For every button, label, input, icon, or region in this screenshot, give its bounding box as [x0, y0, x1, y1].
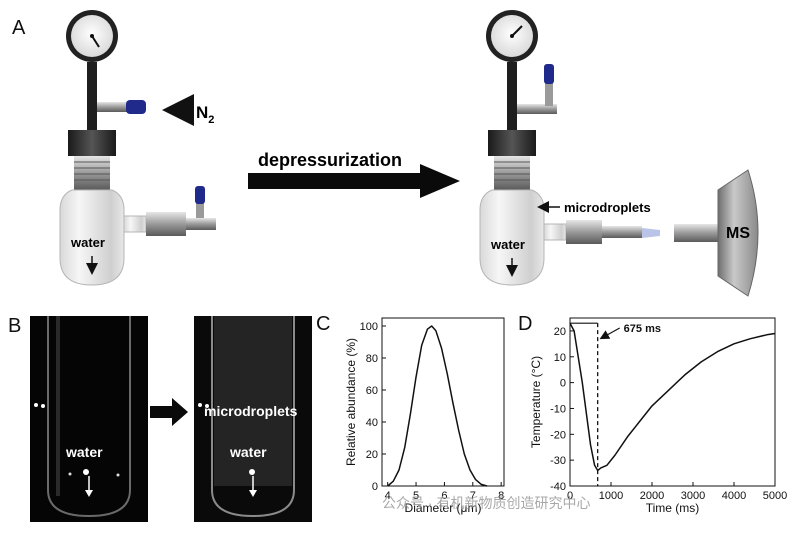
y-tick-label: 20 — [554, 326, 566, 338]
x-tick-label: 4000 — [722, 490, 746, 502]
watermark-text: 公众号 · 有机新物质创造研究中心 — [382, 495, 590, 511]
panel-letter-a: A — [12, 17, 26, 39]
panel-a: A N2 — [12, 10, 759, 297]
x-tick-label: 4 — [385, 490, 391, 502]
x-tick-label: 8 — [498, 490, 504, 502]
y-tick-label: -40 — [550, 481, 566, 493]
panel-letter-c: C — [316, 313, 330, 335]
y-tick-label: 0 — [372, 481, 378, 493]
y-tick-label: 60 — [366, 385, 378, 397]
x-tick-label: 5000 — [763, 490, 787, 502]
y-tick-label: 10 — [554, 352, 566, 364]
apparatus-left: N2 water — [59, 10, 216, 286]
panel-letter-d: D — [518, 313, 532, 335]
chart-d: 0 1000 2000 3000 4000 5000 -40 -30 -20 -10 0 10 20Ti… — [529, 317, 787, 515]
depressurization-label: depressurization — [258, 150, 402, 170]
water-label-b-right: water — [229, 444, 267, 460]
n2-valve-icon — [97, 102, 127, 112]
right-arrow-icon-b — [150, 398, 188, 426]
panel-letter-b: B — [8, 315, 21, 337]
y-axis-label: Relative abundance (%) — [344, 338, 358, 466]
y-tick-label: 80 — [366, 353, 378, 365]
y-axis-label: Temperature (°C) — [529, 356, 543, 448]
panel-b: B water microdroplets water — [8, 315, 312, 522]
y-tick-label: -20 — [550, 429, 566, 441]
series-line-0 — [569, 322, 776, 472]
x-tick-label: 3000 — [681, 490, 705, 502]
x-tick-label: 5 — [413, 490, 419, 502]
plot-frame — [381, 317, 505, 487]
water-label-b-left: water — [65, 444, 103, 460]
x-tick-label: 7 — [470, 490, 476, 502]
y-tick-label: -10 — [550, 403, 566, 415]
annotation-arrow — [599, 327, 620, 340]
x-tick-label: 2000 — [640, 490, 664, 502]
x-tick-label: 6 — [441, 490, 447, 502]
water-label-a-right: water — [490, 237, 525, 252]
y-tick-label: 0 — [560, 378, 566, 390]
plot-frame — [569, 317, 776, 487]
depressurization-arrow: depressurization — [248, 150, 460, 198]
series-line-0 — [387, 325, 488, 487]
apparatus-right: microdroplets water MS — [479, 10, 759, 297]
n2-label: N2 — [196, 103, 214, 126]
x-axis-label: Time (ms) — [646, 501, 700, 515]
glass-vessel-icon — [59, 189, 125, 286]
y-tick-label: -30 — [550, 455, 566, 467]
water-label-a-left: water — [70, 235, 105, 250]
y-tick-label: 20 — [366, 449, 378, 461]
ms-label: MS — [726, 225, 750, 242]
microdroplets-label-a: microdroplets — [564, 200, 651, 215]
x-axis-label: Diameter (μm) — [405, 501, 482, 515]
microdroplets-label-b: microdroplets — [204, 403, 298, 419]
right-arrow-icon — [248, 164, 460, 198]
mass-spectrometer-icon — [717, 169, 759, 297]
x-tick-label: 0 — [567, 490, 573, 502]
y-tick-label: 100 — [360, 321, 378, 333]
panel-d: D 0 1000 2000 3000 4000 5000 -40 -30 -20 -10 0 10 20… — [518, 313, 787, 515]
y-tick-label: 40 — [366, 417, 378, 429]
annotation-675ms: 675 ms — [624, 323, 661, 335]
x-tick-label: 1000 — [599, 490, 623, 502]
